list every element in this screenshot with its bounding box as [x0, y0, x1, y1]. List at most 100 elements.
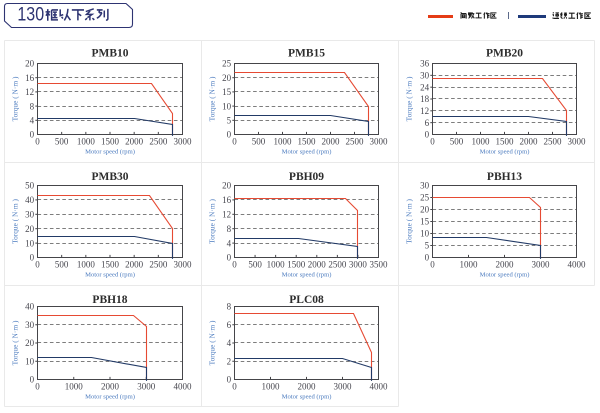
svg-text:PBH18: PBH18 — [92, 294, 127, 306]
svg-text:1500: 1500 — [298, 137, 317, 147]
svg-text:500: 500 — [450, 137, 464, 147]
svg-text:Motor speed (rpm): Motor speed (rpm) — [85, 271, 135, 278]
svg-text:8: 8 — [227, 302, 232, 312]
svg-text:3000: 3000 — [568, 137, 587, 147]
svg-text:1500: 1500 — [101, 260, 120, 270]
svg-text:PMB30: PMB30 — [91, 171, 128, 183]
svg-text:2500: 2500 — [149, 137, 168, 147]
svg-text:2000: 2000 — [298, 382, 317, 392]
svg-text:20: 20 — [25, 338, 35, 348]
svg-text:0: 0 — [430, 137, 435, 147]
svg-text:36: 36 — [420, 59, 430, 69]
svg-text:2000: 2000 — [125, 260, 144, 270]
svg-text:Torque ( N·m ): Torque ( N·m ) — [404, 199, 413, 244]
svg-text:16: 16 — [222, 195, 232, 205]
svg-text:1000: 1000 — [77, 260, 96, 270]
svg-text:15: 15 — [420, 217, 430, 227]
svg-text:0: 0 — [227, 130, 232, 140]
svg-text:Motor speed (rpm): Motor speed (rpm) — [282, 271, 332, 278]
svg-text:3000: 3000 — [334, 382, 353, 392]
svg-text:20: 20 — [420, 205, 430, 215]
svg-text:0: 0 — [232, 137, 237, 147]
svg-text:2000: 2000 — [496, 260, 515, 270]
svg-text:18: 18 — [420, 94, 430, 104]
svg-text:6: 6 — [425, 118, 430, 128]
svg-text:0: 0 — [425, 253, 430, 263]
svg-text:Motor speed (rpm): Motor speed (rpm) — [282, 393, 332, 400]
svg-text:1000: 1000 — [77, 137, 96, 147]
svg-text:Torque ( N·m ): Torque ( N·m ) — [207, 320, 216, 365]
svg-text:5: 5 — [425, 241, 430, 251]
svg-text:10: 10 — [25, 356, 35, 366]
svg-text:30: 30 — [25, 320, 35, 330]
svg-text:12: 12 — [420, 106, 429, 116]
svg-text:Torque ( N·m ): Torque ( N·m ) — [11, 76, 20, 121]
svg-text:0: 0 — [30, 253, 35, 263]
svg-text:2500: 2500 — [346, 137, 365, 147]
svg-text:2000: 2000 — [322, 137, 341, 147]
svg-text:1500: 1500 — [101, 137, 120, 147]
svg-text:2000: 2000 — [125, 137, 144, 147]
svg-text:1000: 1000 — [274, 137, 293, 147]
svg-text:1000: 1000 — [460, 260, 479, 270]
svg-text:40: 40 — [25, 302, 35, 312]
svg-text:4000: 4000 — [568, 260, 587, 270]
svg-text:PMB15: PMB15 — [288, 48, 325, 60]
svg-text:25: 25 — [420, 193, 430, 203]
svg-text:Torque ( N·m ): Torque ( N·m ) — [207, 76, 216, 121]
svg-text:2: 2 — [227, 356, 232, 366]
svg-text:50: 50 — [25, 181, 35, 191]
svg-text:0: 0 — [35, 260, 40, 270]
svg-text:8: 8 — [227, 224, 232, 234]
svg-text:30: 30 — [25, 210, 35, 220]
svg-text:10: 10 — [420, 229, 430, 239]
svg-text:PMB20: PMB20 — [486, 48, 523, 60]
svg-text:3000: 3000 — [370, 137, 389, 147]
svg-text:Torque ( N·m ): Torque ( N·m ) — [404, 76, 413, 121]
svg-text:2000: 2000 — [520, 137, 539, 147]
svg-text:500: 500 — [248, 260, 262, 270]
svg-text:2500: 2500 — [149, 260, 168, 270]
svg-text:40: 40 — [25, 195, 35, 205]
svg-text:Torque ( N·m ): Torque ( N·m ) — [11, 320, 20, 365]
svg-text:3000: 3000 — [174, 137, 193, 147]
svg-text:20: 20 — [222, 73, 232, 83]
svg-text:3000: 3000 — [349, 260, 368, 270]
svg-text:500: 500 — [252, 137, 266, 147]
svg-text:0: 0 — [232, 382, 237, 392]
svg-text:PMB10: PMB10 — [91, 48, 128, 60]
svg-text:25: 25 — [222, 59, 232, 69]
svg-text:5: 5 — [227, 116, 232, 126]
svg-text:4: 4 — [227, 238, 232, 248]
svg-text:24: 24 — [420, 82, 430, 92]
svg-text:1000: 1000 — [267, 260, 286, 270]
svg-text:3500: 3500 — [370, 260, 389, 270]
svg-text:12: 12 — [25, 87, 34, 97]
svg-text:0: 0 — [227, 375, 232, 385]
svg-text:15: 15 — [222, 87, 232, 97]
svg-text:1500: 1500 — [287, 260, 306, 270]
svg-text:Motor speed (rpm): Motor speed (rpm) — [85, 393, 135, 400]
svg-text:3000: 3000 — [532, 260, 551, 270]
svg-text:PBH13: PBH13 — [487, 171, 522, 183]
svg-text:4: 4 — [227, 338, 232, 348]
svg-text:1500: 1500 — [496, 137, 515, 147]
svg-text:6: 6 — [227, 320, 232, 330]
svg-text:0: 0 — [30, 130, 35, 140]
svg-text:Motor speed (rpm): Motor speed (rpm) — [480, 271, 530, 278]
svg-text:Motor speed (rpm): Motor speed (rpm) — [282, 148, 332, 155]
svg-text:4: 4 — [30, 116, 35, 126]
svg-text:20: 20 — [25, 59, 35, 69]
svg-text:0: 0 — [35, 137, 40, 147]
svg-text:500: 500 — [55, 137, 69, 147]
svg-text:30: 30 — [420, 71, 430, 81]
svg-text:Torque ( N·m ): Torque ( N·m ) — [11, 199, 20, 244]
svg-text:PLC08: PLC08 — [289, 294, 324, 306]
svg-text:0: 0 — [30, 375, 35, 385]
svg-text:2500: 2500 — [328, 260, 347, 270]
svg-text:20: 20 — [25, 224, 35, 234]
svg-text:30: 30 — [420, 181, 430, 191]
svg-text:1000: 1000 — [65, 382, 84, 392]
svg-text:Motor speed (rpm): Motor speed (rpm) — [85, 148, 135, 155]
svg-text:10: 10 — [25, 238, 35, 248]
